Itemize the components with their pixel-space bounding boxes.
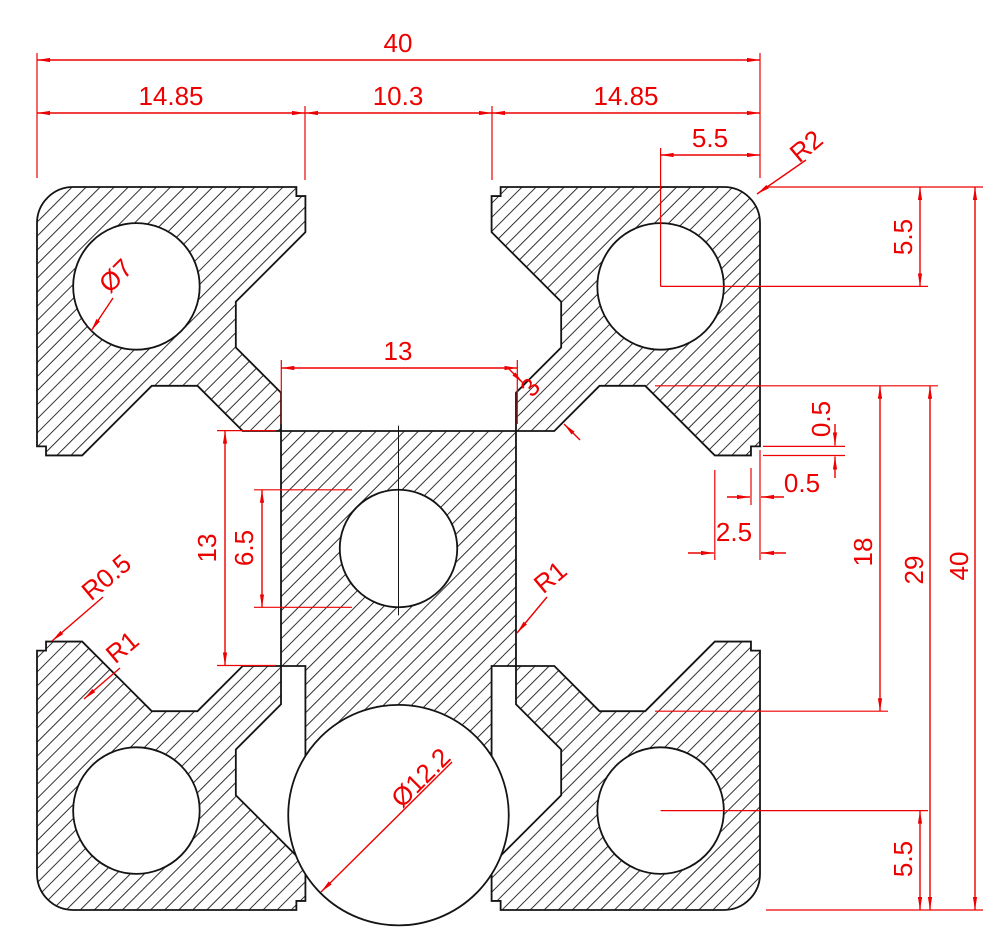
- dim-label-slot-opening: 10.3: [373, 81, 424, 111]
- dim-label-cavity-span: 18: [848, 538, 878, 567]
- dim-label-core-width: 13: [384, 336, 413, 366]
- dim-label-lip-depth: 2.5: [716, 517, 752, 547]
- corner-hole-top-left: [72, 222, 201, 351]
- dim-label-hole-offset-top: 5.5: [692, 123, 728, 153]
- dim-line-wall-thickness-b: [563, 423, 581, 441]
- dim-label-overall-height-right: 40: [944, 552, 974, 581]
- dim-label-lip-step-width: 0.5: [784, 468, 820, 498]
- dim-label-top-left-pitch: 14.85: [138, 81, 203, 111]
- dim-label-core-height: 13: [192, 534, 222, 563]
- leader-corner-hole: [90, 297, 114, 332]
- profile-section: [18, 168, 779, 929]
- corner-hole-bottom-left: [72, 746, 201, 875]
- dim-label-hole-offset-bottom: 5.5: [888, 841, 918, 877]
- dim-label-lip-step-height: 0.5: [806, 401, 836, 437]
- leader-fillet-small: [51, 596, 104, 642]
- leader-corner-radius: [756, 159, 807, 195]
- bottom-right-chamber: [490, 665, 563, 867]
- bottom-left-chamber: [234, 665, 307, 867]
- dim-label-corner-radius: R2: [784, 124, 829, 168]
- dimension-lines: [37, 57, 978, 910]
- dim-label-hole-offset-right: 5.5: [888, 219, 918, 255]
- leader-bottom-bore: [320, 761, 453, 893]
- dim-line-wall-thickness-a: [506, 366, 524, 384]
- leader-fillet-center: [516, 596, 548, 634]
- dim-label-center-bore: 6.5: [229, 530, 259, 566]
- dim-label-top-right-pitch: 14.85: [593, 81, 658, 111]
- extension-lines: [36, 53, 983, 911]
- dim-label-overall-width-top: 40: [384, 28, 413, 58]
- profile-outline: [36, 186, 761, 911]
- bottom-bore-hole: [287, 703, 510, 927]
- leader-fillet-left: [83, 667, 121, 700]
- dim-label-cavity-to-bottom: 29: [899, 556, 929, 585]
